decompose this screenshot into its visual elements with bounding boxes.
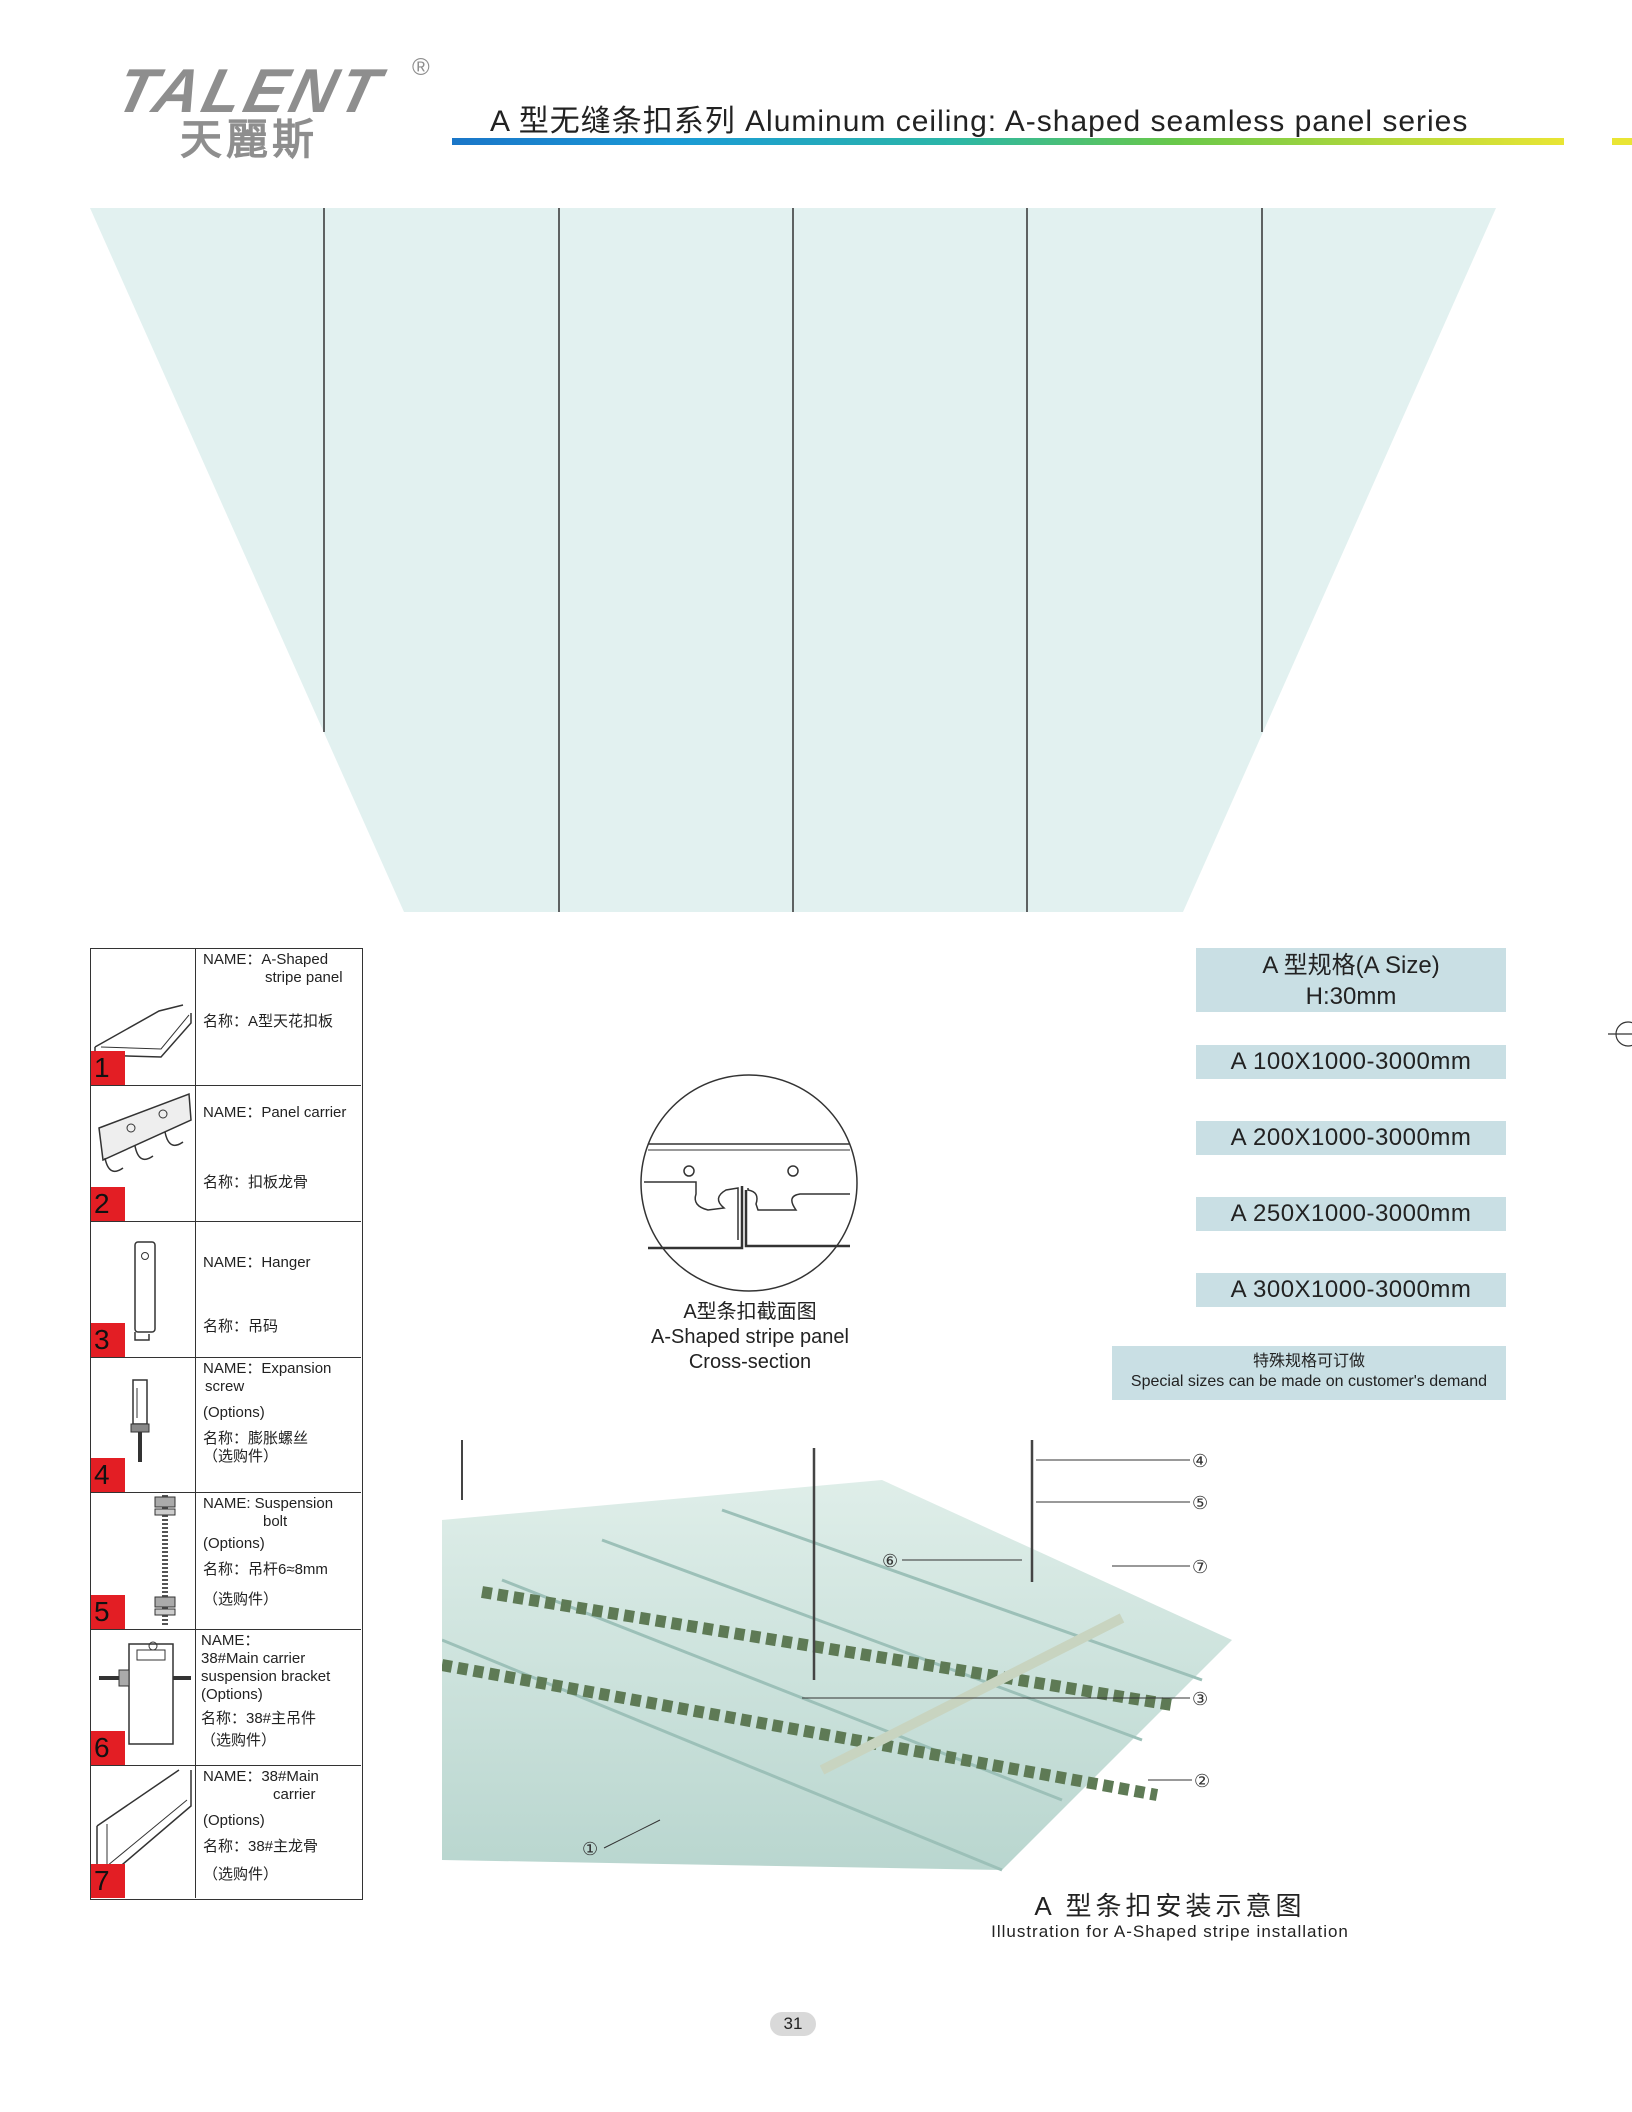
- part-number: 4: [91, 1458, 125, 1492]
- bracket-icon: [99, 1641, 191, 1745]
- part-name-en-2: 38#Main carrier suspension bracket: [201, 1650, 331, 1685]
- part-name-en-2: bolt: [263, 1513, 288, 1530]
- part-row: 5 NAME: Suspension bolt (Options) 名称：吊杆6…: [91, 1493, 361, 1630]
- callout-1: ①: [582, 1839, 598, 1859]
- part-option-cn: （选购件）: [203, 1448, 279, 1465]
- part-name-cn: 名称：吊杆6≈8mm: [203, 1561, 328, 1578]
- part-name-en: NAME：38#Main: [203, 1768, 319, 1785]
- callout-2: ②: [1194, 1771, 1210, 1791]
- panel-carrier-rail: [442, 1659, 1159, 1801]
- part-number: 3: [91, 1323, 125, 1357]
- part-row: 6 NAME： 38#Main carrier suspension brack…: [91, 1630, 361, 1766]
- part-option: (Options): [203, 1812, 265, 1829]
- installation-caption-cn: A 型条扣安装示意图: [1034, 1891, 1306, 1921]
- part-name-en: NAME：Hanger: [203, 1254, 311, 1271]
- screw-icon: [130, 1379, 150, 1462]
- spec-size-item: A 300X1000-3000mm: [1196, 1273, 1506, 1307]
- part-number: 5: [91, 1595, 125, 1629]
- spec-header-title: A 型规格(A Size): [1262, 952, 1440, 979]
- part-option: (Options): [201, 1686, 263, 1703]
- panel-surface: [442, 1480, 1232, 1870]
- callout-6: ⑥: [882, 1551, 898, 1571]
- carrier-icon: [98, 1092, 192, 1173]
- installation-caption-en: Illustration for A-Shaped stripe install…: [991, 1922, 1349, 1941]
- callout-5: ⑤: [1192, 1493, 1208, 1513]
- part-name-cn: 名称：38#主龙骨: [203, 1838, 319, 1855]
- edge-mark: [1612, 138, 1632, 145]
- spec-size-item: A 200X1000-3000mm: [1196, 1121, 1506, 1155]
- callout-3: ③: [1192, 1689, 1208, 1709]
- spec-note: 特殊规格可订做 Special sizes can be made on cus…: [1112, 1346, 1506, 1400]
- part-number: 6: [91, 1731, 125, 1765]
- part-number: 2: [91, 1187, 125, 1221]
- cross-section-caption-en-2: Cross-section: [688, 1351, 812, 1373]
- callout-7: ⑦: [1192, 1557, 1208, 1577]
- spec-header: A 型规格(A Size) H:30mm: [1196, 948, 1506, 1012]
- part-option: (Options): [203, 1535, 265, 1552]
- logo-chinese: 天麗斯: [180, 116, 319, 163]
- panel-carrier-rail: [481, 1586, 1173, 1711]
- part-name-en-2: screw: [205, 1378, 245, 1395]
- spec-note-en: Special sizes can be made on customer's …: [1130, 1373, 1488, 1390]
- spec-size-item: A 250X1000-3000mm: [1196, 1197, 1506, 1231]
- part-name-en: NAME：Expansion: [203, 1360, 332, 1377]
- bolt-icon: [154, 1495, 176, 1625]
- ceiling-panel-illustration: [90, 208, 1496, 912]
- registered-mark: ®: [412, 54, 430, 81]
- part-name-cn: 名称：A型天花扣板: [203, 1013, 334, 1030]
- part-name-en: NAME: Suspension: [203, 1495, 334, 1512]
- part-option: (Options): [203, 1404, 265, 1421]
- page-title: A 型无缝条扣系列 Aluminum ceiling: A-shaped sea…: [490, 105, 1469, 138]
- part-name-cn: 名称：膨胀螺丝: [203, 1430, 309, 1447]
- spec-header-height: H:30mm: [1305, 983, 1397, 1010]
- part-name-en-2: stripe panel: [265, 969, 343, 986]
- part-row: 7 NAME：38#Main carrier (Options) 名称：38#主…: [91, 1766, 361, 1898]
- spec-note-cn: 特殊规格可订做: [1252, 1353, 1365, 1370]
- part-option-cn: （选购件）: [201, 1732, 277, 1749]
- registration-mark: [1608, 1021, 1632, 1047]
- part-row: 4 NAME：Expansion screw (Options) 名称：膨胀螺丝…: [91, 1358, 361, 1493]
- installation-illustration: ④ ⑤ ⑥ ⑦ ③ ② ①: [442, 1440, 1232, 1872]
- part-option-cn: （选购件）: [203, 1591, 279, 1608]
- part-name-en: NAME：: [201, 1632, 260, 1649]
- part-name-cn: 名称：38#主吊件: [201, 1710, 317, 1727]
- cross-section-caption-cn: A型条扣截面图: [683, 1301, 817, 1323]
- part-number: 1: [91, 1051, 125, 1085]
- part-name-cn: 名称：吊码: [203, 1318, 279, 1335]
- part-row: 1 NAME：A-Shaped stripe panel 名称：A型天花扣板: [91, 949, 361, 1086]
- part-row: 2 NAME：Panel carrier 名称：扣板龙骨: [91, 1086, 361, 1222]
- main-carrier: [819, 1613, 1125, 1775]
- part-row: 3 NAME：Hanger 名称：吊码: [91, 1222, 361, 1358]
- part-name-cn: 名称：扣板龙骨: [203, 1174, 309, 1191]
- page-number: 31: [770, 2012, 816, 2036]
- callout-4: ④: [1192, 1451, 1208, 1471]
- spec-size-item: A 100X1000-3000mm: [1196, 1045, 1506, 1079]
- part-name-en-2: carrier: [273, 1786, 316, 1803]
- parts-table: 1 NAME：A-Shaped stripe panel 名称：A型天花扣板 2…: [90, 948, 363, 1900]
- part-option-cn: （选购件）: [203, 1866, 279, 1883]
- cross-section-caption-en: A-Shaped stripe panel: [651, 1326, 849, 1348]
- cross-section-diagram: [640, 1074, 858, 1292]
- part-number: 7: [91, 1864, 125, 1898]
- part-name-en: NAME：Panel carrier: [203, 1104, 347, 1121]
- header-gradient-rule: [452, 138, 1564, 145]
- hanger-icon: [134, 1241, 156, 1341]
- part-name-en: NAME：A-Shaped: [203, 951, 329, 968]
